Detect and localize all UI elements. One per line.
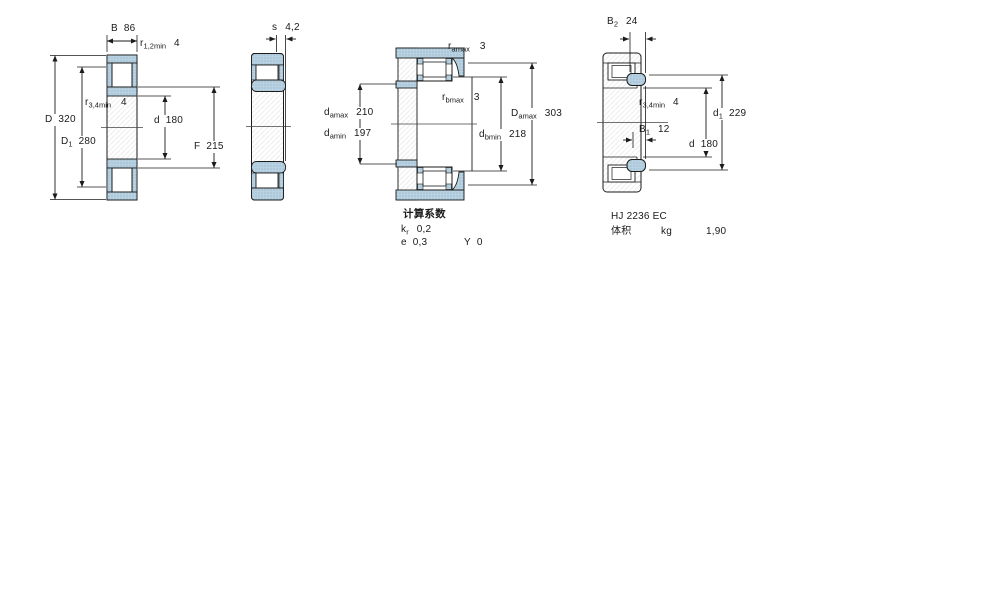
- outer-ring-top: [251, 53, 284, 66]
- angle-ring-top: [626, 73, 646, 86]
- angle-ring-drawing: [597, 32, 728, 193]
- ring-mass-label: 体积: [611, 226, 632, 237]
- roller-top: [255, 64, 279, 81]
- ring-designation: HJ 2236 EC: [611, 211, 667, 222]
- outer-ring-bottom: [106, 191, 138, 201]
- shaft-shoulder-top: [395, 80, 418, 89]
- housing-shoulder-bottom: [450, 171, 465, 191]
- calc-factors-heading: 计算系数: [403, 208, 446, 220]
- shaft-shoulder-bottom: [395, 159, 418, 168]
- inner-ring-top: [106, 86, 138, 97]
- roller-bottom: [255, 172, 279, 189]
- ring-mass-value: 1,90: [706, 226, 727, 237]
- inner-ring-top: [251, 79, 286, 92]
- inner-ring-bottom: [251, 161, 286, 174]
- ring-mass-unit: kg: [661, 226, 672, 237]
- angle-ring-bottom: [626, 159, 646, 172]
- bearing-cross-section: [50, 35, 220, 201]
- roller-top: [416, 57, 453, 82]
- outer-ring-bottom: [251, 187, 284, 201]
- bearing-side-view: [246, 35, 296, 201]
- outer-ring-top: [106, 54, 138, 64]
- mounting-dimensions-drawing: [357, 47, 537, 201]
- inner-ring-bottom: [106, 158, 138, 169]
- roller-bottom: [416, 166, 453, 191]
- roller-top: [111, 62, 133, 88]
- housing-shoulder-top: [450, 57, 465, 77]
- roller-bottom: [111, 167, 133, 193]
- housing-bottom: [395, 189, 465, 201]
